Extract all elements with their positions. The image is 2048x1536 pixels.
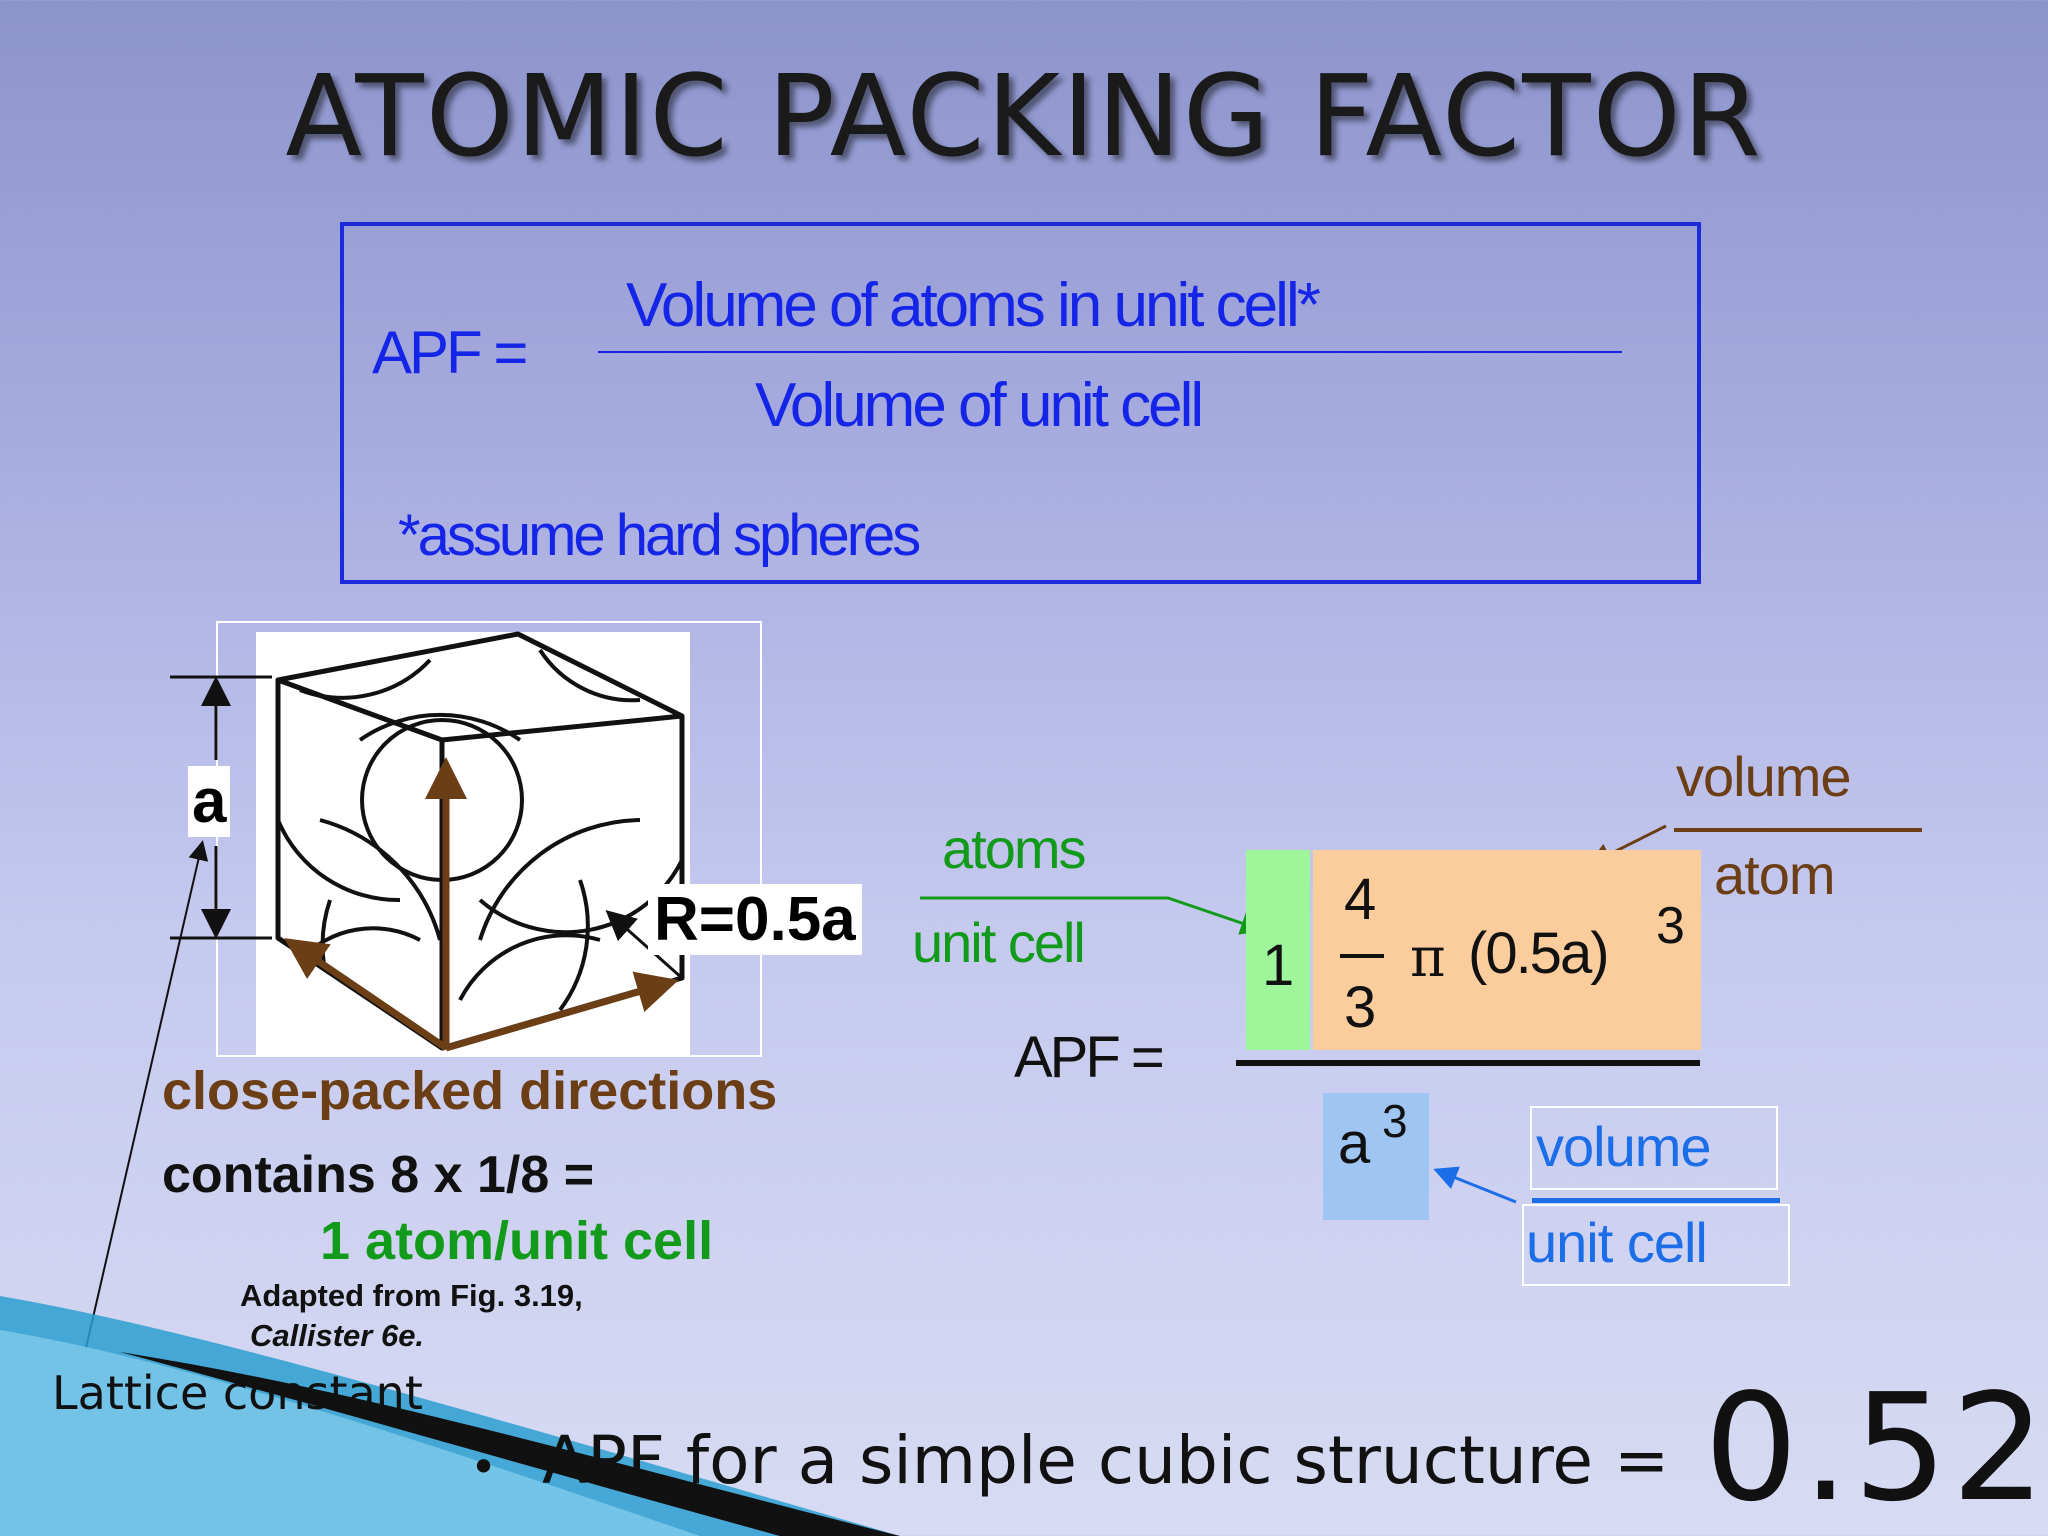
volume-label: volume	[1676, 745, 1852, 808]
atoms-arrow	[920, 896, 1265, 935]
apf-definition-box	[340, 222, 1701, 584]
atoms-count-box	[1246, 850, 1310, 1050]
figure-frame	[216, 621, 762, 1057]
atoms-label: atoms	[942, 817, 1086, 880]
apf-footnote: *assume hard spheres	[398, 503, 921, 568]
apf-calc-lhs: APF =	[1014, 1025, 1165, 1090]
apf-value: 0.52	[1704, 1362, 2048, 1534]
bullet-text: APF for a simple cubic structure =	[542, 1422, 1670, 1499]
cell-volume: a	[1338, 1111, 1371, 1176]
slide-title: ATOMIC PACKING FACTOR	[285, 52, 1763, 182]
atoms-per-cell-line: 1 atom/unit cell	[320, 1211, 714, 1271]
bullet-marker: •	[470, 1440, 498, 1494]
sphere-volume-box	[1313, 850, 1701, 1050]
unit-cell-label: unit cell	[912, 911, 1086, 974]
apf-calc-fraction-bar	[1236, 1060, 1700, 1066]
atoms-count: 1	[1262, 933, 1295, 998]
decorative-swoosh	[0, 1296, 900, 1536]
apf-lhs: APF =	[372, 319, 528, 386]
cell-volume-exponent: 3	[1382, 1095, 1408, 1147]
volume-cell-bar	[1532, 1198, 1780, 1203]
radius-arrow	[605, 910, 683, 980]
volume-atom-bar	[1674, 828, 1922, 832]
volume-cell-arrow	[1433, 1166, 1517, 1204]
source-line: Callister 6e.	[250, 1318, 425, 1353]
apf-numerator: Volume of atoms in unit cell*	[626, 271, 1321, 340]
unit-cell-label-2: unit cell	[1526, 1211, 1708, 1274]
unit-cell-label-2-box	[1522, 1204, 1790, 1286]
volume-label-2-box	[1530, 1106, 1778, 1190]
atom-label: atom	[1714, 843, 1835, 906]
fraction-numerator: 4	[1344, 867, 1377, 932]
fraction-denominator: 3	[1344, 975, 1377, 1040]
close-packed-arrows	[284, 757, 679, 1052]
lattice-pointer	[85, 840, 209, 1349]
radius-exponent: 3	[1656, 897, 1685, 955]
volume-label-2: volume	[1536, 1115, 1712, 1178]
cell-volume-box	[1323, 1093, 1429, 1220]
contains-line: contains 8 x 1/8 =	[162, 1146, 595, 1204]
adapted-line: Adapted from Fig. 3.19,	[240, 1278, 583, 1313]
directions-caption: close-packed directions	[162, 1061, 778, 1121]
figure-background	[256, 632, 690, 1056]
fraction-bar	[1340, 954, 1384, 958]
lattice-constant-label: Lattice constant	[52, 1366, 423, 1420]
edge-label: a	[188, 766, 231, 837]
edge-dimension	[170, 675, 272, 940]
apf-denominator: Volume of unit cell	[755, 371, 1204, 440]
apf-fraction-bar	[598, 351, 1622, 353]
radius-label: R=0.5a	[648, 884, 862, 955]
pi-symbol: π	[1410, 926, 1446, 989]
radius-expression: (0.5a)	[1468, 921, 1610, 986]
